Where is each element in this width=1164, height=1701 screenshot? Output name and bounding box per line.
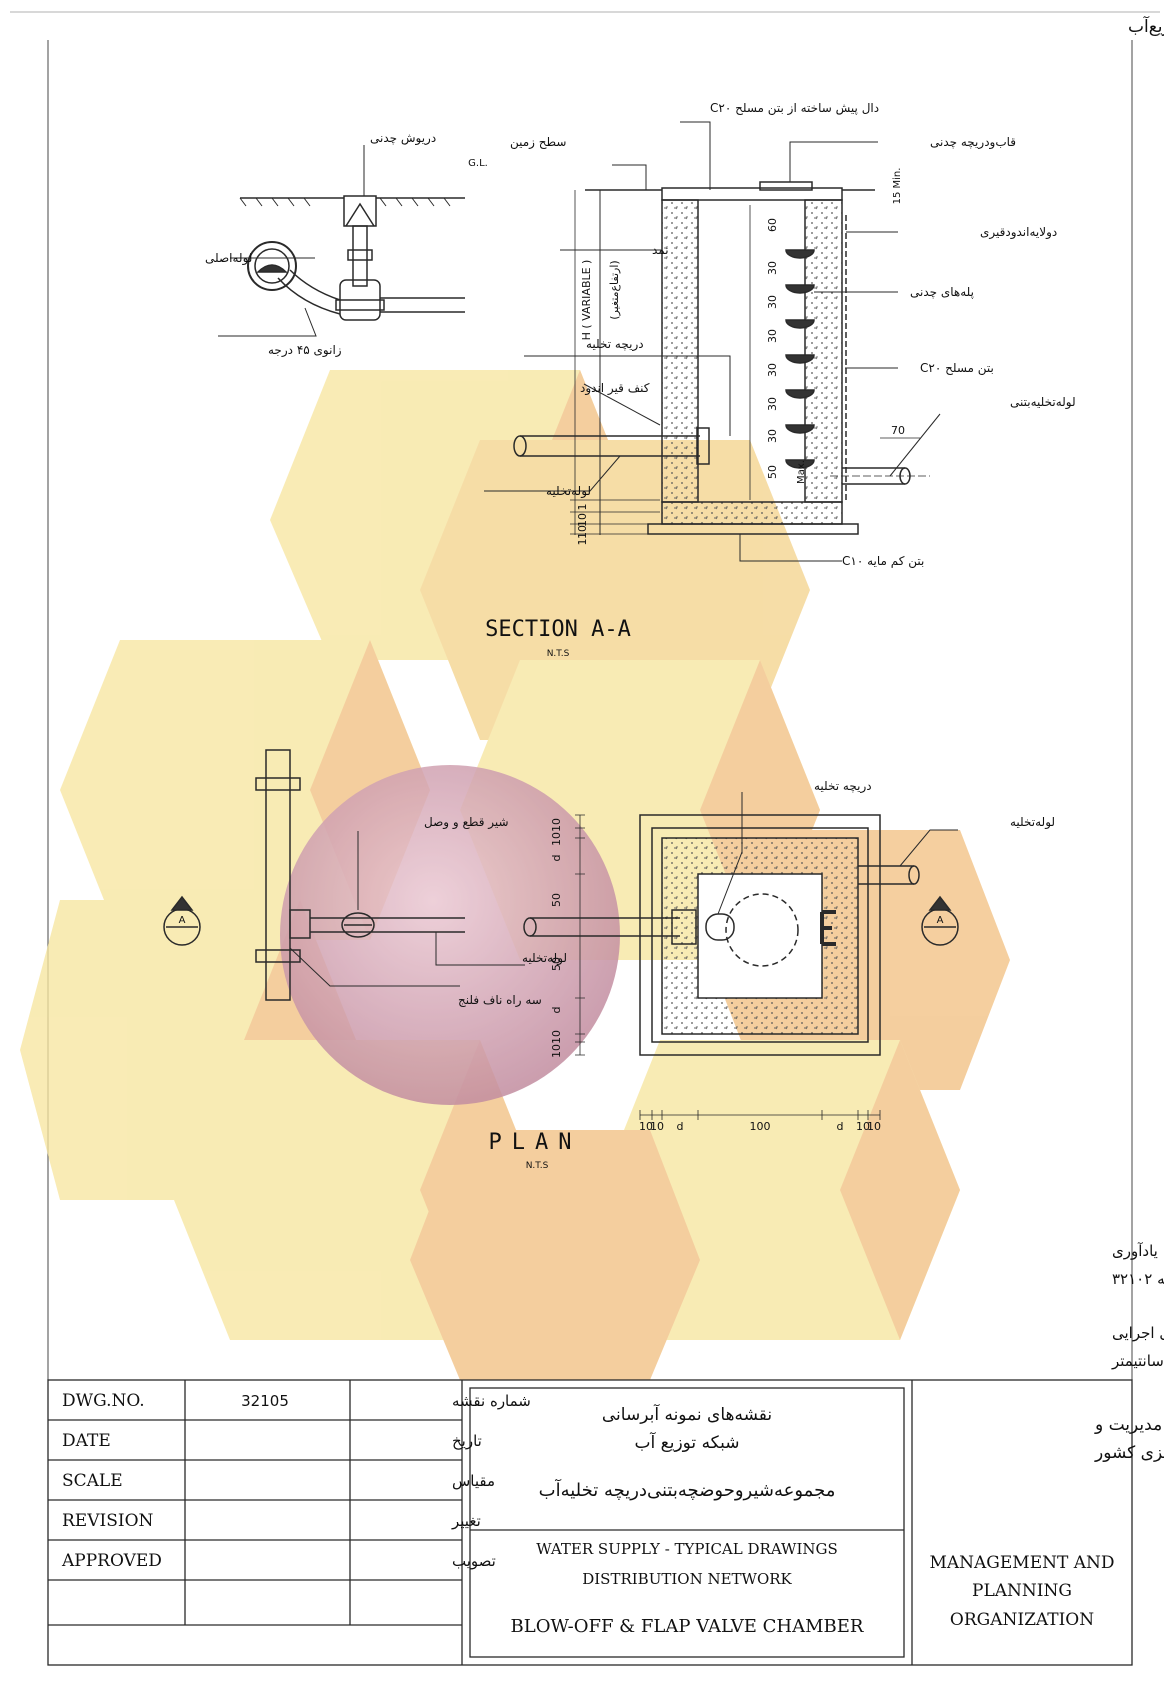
section-labels: دال پیش ساخته از بتن مسلح C۲۰ سطح زمین G…: [205, 101, 1076, 569]
label-precast-slab: دال پیش ساخته از بتن مسلح C۲۰: [710, 101, 879, 116]
tb-row-0-en: DWG.NO.: [62, 1391, 145, 1411]
plan-dim-v-1: d: [550, 855, 563, 862]
watermark-logo: [20, 370, 1010, 1380]
tb-fa-title-0: نقشه‌های نمونه آبرسانی: [602, 1403, 772, 1425]
label-lean-concrete: بتن کم مایه C۱۰: [842, 554, 924, 569]
plan-dim-v-5: 1010: [550, 1030, 563, 1058]
tb-row-2-fa: مقیاس: [452, 1472, 495, 1490]
tb-en-title-2: BLOW-OFF & FLAP VALVE CHAMBER: [511, 1616, 864, 1637]
label-gate-valve: شیر قطع و وصل: [424, 815, 509, 830]
dim-v-7: 50: [766, 465, 779, 479]
plan-dim-v-3: 50: [550, 957, 563, 971]
plan-dim-h-3: 100: [750, 1120, 771, 1133]
notes-line-1: اندازه های f,e,d بر اساس نقشه های اجرایی: [1112, 1324, 1164, 1342]
label-min-15: 15 Min.: [892, 168, 903, 205]
dim-base-3: 1: [576, 539, 589, 546]
dim-v-6: 30: [766, 429, 779, 443]
tb-row-0-value: 32105: [241, 1392, 289, 1410]
notes-heading: یادآوری: [1112, 1242, 1158, 1260]
plan-scale: N.T.S: [526, 1161, 549, 1171]
dim-v-1: 30: [766, 261, 779, 275]
label-main-pipe: لوله‌اصلی: [205, 251, 252, 266]
label-drain-pipe: لوله‌تخلیه: [546, 484, 591, 499]
dim-v-5: 30: [766, 397, 779, 411]
plan-dim-v-0: 1010: [550, 818, 563, 846]
section-scale: N.T.S: [547, 649, 570, 659]
tb-org-en-2: ORGANIZATION: [950, 1610, 1094, 1630]
tb-org-fa-1: برنامه ریزی کشور: [1094, 1443, 1164, 1463]
section-mark-left: A: [179, 915, 186, 926]
label-tarred-board: کنف قیر اندود: [580, 381, 650, 396]
label-dim-max: Max.: [796, 460, 807, 484]
sheet-header-title: فهرست بهای واحد پایه رشته‌شبکه توزیع‌آب: [1128, 15, 1164, 37]
section-a-a-drawing: [218, 121, 941, 562]
dim-base-1: 10: [576, 513, 589, 527]
title-block: [47, 1379, 1133, 1666]
tb-en-title-0: WATER SUPPLY - TYPICAL DRAWINGS: [536, 1540, 838, 1558]
notes-block: یادآوری ۱-جزییات شیر قطع و وصل زیرزمینی …: [1111, 1242, 1164, 1370]
tb-fa-title-1: شبکه توزیع آب: [635, 1431, 740, 1453]
plan-dim-v-2: 50: [550, 893, 563, 907]
plan-drawing: [163, 749, 959, 1120]
label-felt: نمد: [652, 243, 669, 257]
dim-v-2: 30: [766, 295, 779, 309]
plan-dim-h-6: 10: [867, 1120, 881, 1133]
tb-row-1-en: DATE: [62, 1431, 111, 1451]
label-bitumen-layer: دولایه‌اندودقیری: [980, 225, 1057, 240]
dim-base-2: 10: [576, 525, 589, 539]
plan-dim-h-5: 10: [856, 1120, 870, 1133]
label-reinforced-concrete: بتن مسلح C۲۰: [920, 361, 994, 376]
tb-row-4-en: APPROVED: [61, 1551, 162, 1571]
label-plan-drain-pipe: لوله‌تخلیه: [522, 951, 567, 966]
sheet-border: [10, 11, 1160, 1380]
tb-en-title-1: DISTRIBUTION NETWORK: [582, 1570, 792, 1588]
plan-dim-h-1: 10: [650, 1120, 664, 1133]
tb-row-2-en: SCALE: [62, 1471, 123, 1491]
dim-v-0: 60: [766, 218, 779, 232]
plan-title: PLAN: [489, 1130, 582, 1155]
dim-v-4: 30: [766, 363, 779, 377]
label-flanged-tee: سه راه ناف فلنج: [458, 993, 542, 1008]
label-plan-drain-pipe-right: لوله‌تخلیه: [1010, 815, 1055, 830]
label-cast-iron-frame-cover: قاب‌ودریچه چدنی: [930, 135, 1016, 150]
notes-line-2: کلیه اندازه های نقشه ها به سانتیمتر: [1111, 1352, 1164, 1370]
plan-dim-h-0: 10: [639, 1120, 653, 1133]
tb-row-3-en: REVISION: [62, 1511, 154, 1531]
plan-dim-v-4: d: [550, 1007, 563, 1014]
label-cast-iron-valve-box: دریوش چدنی: [370, 131, 436, 146]
label-drain-gate: دریچه تخلیه: [586, 337, 644, 352]
tb-row-0-fa: شماره نقشه: [452, 1392, 531, 1410]
label-height-fa: (ارتفاع‌متغیر): [608, 260, 621, 319]
section-title: SECTION A-A: [485, 617, 631, 642]
plan-labels: شیر قطع و وصل دریچه تخلیه لوله‌تخلیه لول…: [179, 779, 1055, 1133]
label-ground-surface: سطح زمین: [510, 135, 566, 150]
label-dim-70: 70: [891, 424, 905, 437]
label-plan-drain-gate: دریچه تخلیه: [814, 779, 872, 794]
tb-row-4-fa: تصویب: [452, 1552, 496, 1570]
tb-row-1-fa: تاریخ: [452, 1432, 482, 1450]
tb-org-fa-0: سازمان مدیریت و: [1094, 1415, 1164, 1435]
label-elbow-45: زانوی ۴۵ درجه: [268, 343, 342, 358]
title-block-rows: DWG.NO. 32105 شماره نقشه DATE تاریخ SCAL…: [61, 1391, 531, 1571]
title-block-organization: سازمان مدیریت و برنامه ریزی کشور MANAGEM…: [929, 1415, 1164, 1630]
plan-dim-h-4: d: [837, 1120, 844, 1133]
plan-dim-h-2: d: [677, 1120, 684, 1133]
notes-line-0: ۱-جزییات شیر قطع و وصل زیرزمینی طبق نقشه…: [1112, 1270, 1164, 1288]
title-block-drawing-title: نقشه‌های نمونه آبرسانی شبکه توزیع آب مجم…: [511, 1403, 864, 1637]
dim-v-3: 30: [766, 329, 779, 343]
tb-fa-title-2: مجموعه‌شیروحوضچه‌بتنی‌دریچه تخلیه‌آب: [539, 1478, 836, 1501]
section-mark-right: A: [937, 915, 944, 926]
label-cast-iron-steps: پله‌های چدنی: [910, 285, 974, 299]
label-concrete-drain-pipe: لوله‌تخلیه‌بتنی: [1010, 395, 1076, 410]
tb-org-en-0: MANAGEMENT AND: [929, 1553, 1114, 1573]
tb-org-en-1: PLANNING: [972, 1581, 1072, 1601]
label-height-variable: H ( VARIABLE ): [580, 260, 593, 341]
label-gl: G.L.: [468, 158, 488, 169]
dim-base-0: 1: [576, 504, 589, 511]
tb-row-3-fa: تغییر: [451, 1512, 481, 1530]
